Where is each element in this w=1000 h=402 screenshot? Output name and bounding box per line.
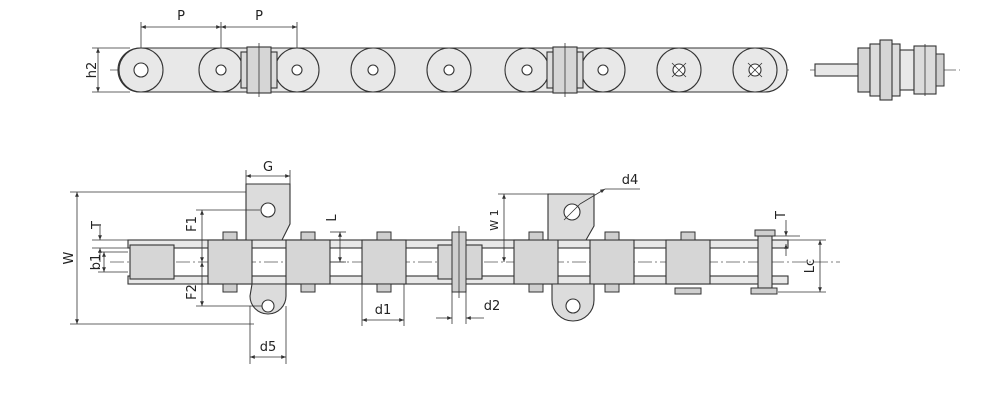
attachment-upper-left [245, 183, 291, 241]
top-view: P P h2 [85, 9, 960, 101]
attachment-lower-right [551, 283, 595, 322]
Lc-label: Lc [803, 259, 818, 273]
h2-label: h2 [85, 62, 100, 79]
d5-label: d5 [260, 340, 277, 355]
Lc-dimension: Lc [772, 239, 826, 293]
bottom-pin-caps [222, 229, 778, 295]
W-dimension: W [62, 191, 254, 325]
top-attachment-2 [546, 43, 584, 97]
pitch-label-b: P [255, 9, 263, 24]
pitch-label-a: P [177, 9, 185, 24]
d2-dimension: d2 [436, 292, 500, 324]
F1-dimension: F1 [185, 209, 260, 262]
W-label: W [62, 251, 77, 264]
bottom-view: G d4 W T b1 [62, 160, 840, 364]
T-left-label: T [90, 221, 105, 230]
F1-label: F1 [185, 216, 200, 232]
top-attachment-1 [240, 43, 278, 97]
T-left-dimension: T [90, 221, 128, 262]
F2-dimension: F2 [185, 262, 262, 307]
end-view [810, 39, 960, 101]
attachment-upper-right [547, 193, 595, 241]
connecting-pin [451, 226, 467, 298]
L-label: L [325, 214, 340, 222]
W1-dimension: W 1 [488, 193, 548, 262]
h2-dimension: h2 [85, 47, 130, 93]
pitch-dimension: P P [140, 9, 298, 48]
d5-dimension: d5 [249, 306, 287, 364]
W1-label: W 1 [488, 209, 501, 230]
top-link-bosses [118, 47, 778, 93]
T-right-dimension: T [772, 211, 800, 256]
d4-leader: d4 [563, 173, 640, 221]
b1-dimension: b1 [89, 251, 128, 273]
T-right-label: T [774, 211, 789, 220]
b1-label: b1 [89, 254, 104, 271]
d1-label: d1 [375, 303, 392, 318]
F2-label: F2 [185, 284, 200, 300]
attachment-lower-left [249, 283, 287, 315]
d2-label: d2 [484, 299, 501, 314]
d4-label: d4 [622, 173, 639, 188]
G-dimension: G [245, 160, 291, 184]
G-label: G [263, 160, 273, 175]
top-cross-marks [671, 62, 763, 78]
L-dimension: L [325, 214, 346, 263]
d1-dimension: d1 [361, 284, 405, 326]
